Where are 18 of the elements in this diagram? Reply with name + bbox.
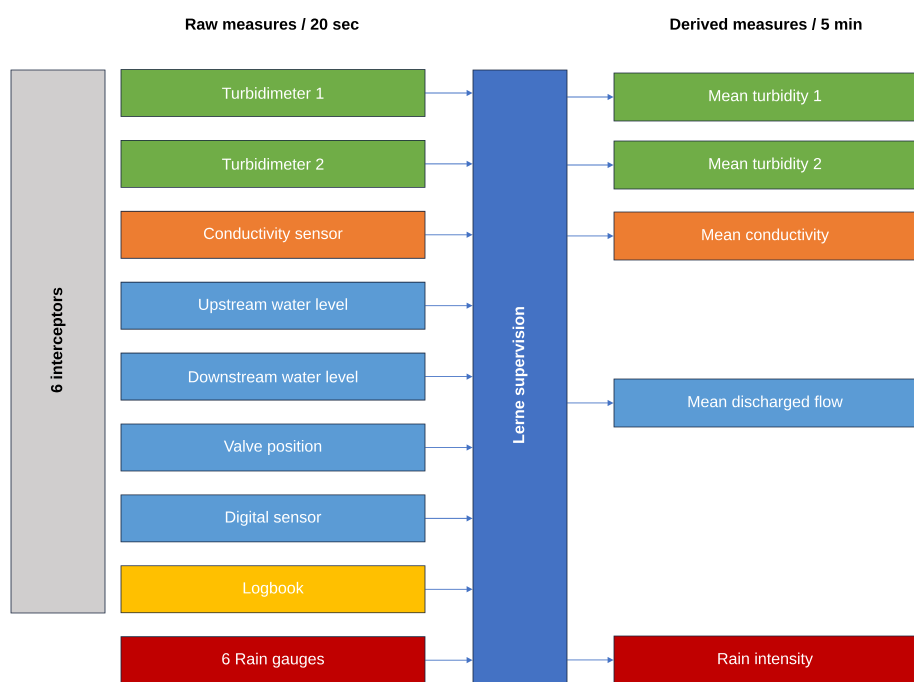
sensor-box: Downstream water level	[120, 352, 426, 400]
supervision-bar: Lerne supervision	[472, 70, 568, 682]
side-bar: 6 interceptors	[10, 70, 106, 614]
sensor-box: Turbidimeter 1	[120, 69, 426, 117]
sensor-box: Turbidimeter 2	[120, 140, 426, 188]
measure-box: Mean discharged flow	[614, 378, 914, 428]
sensor-box: Logbook	[120, 565, 426, 614]
sensor-box: 6 Rain gauges	[120, 636, 426, 682]
column-heading: Derived measures / 5 min	[670, 18, 862, 30]
measure-box: Mean conductivity	[614, 212, 914, 260]
measure-box: Mean turbidity 1	[614, 72, 914, 122]
sensor-box: Upstream water level	[120, 282, 426, 330]
sensor-box: Valve position	[120, 424, 426, 472]
measure-box: Rain intensity	[614, 636, 914, 682]
sensor-box: Digital sensor	[120, 494, 426, 542]
sensor-box: Conductivity sensor	[120, 210, 426, 259]
column-heading: Raw measures / 20 sec	[186, 18, 359, 30]
measure-box: Mean turbidity 2	[614, 140, 914, 190]
